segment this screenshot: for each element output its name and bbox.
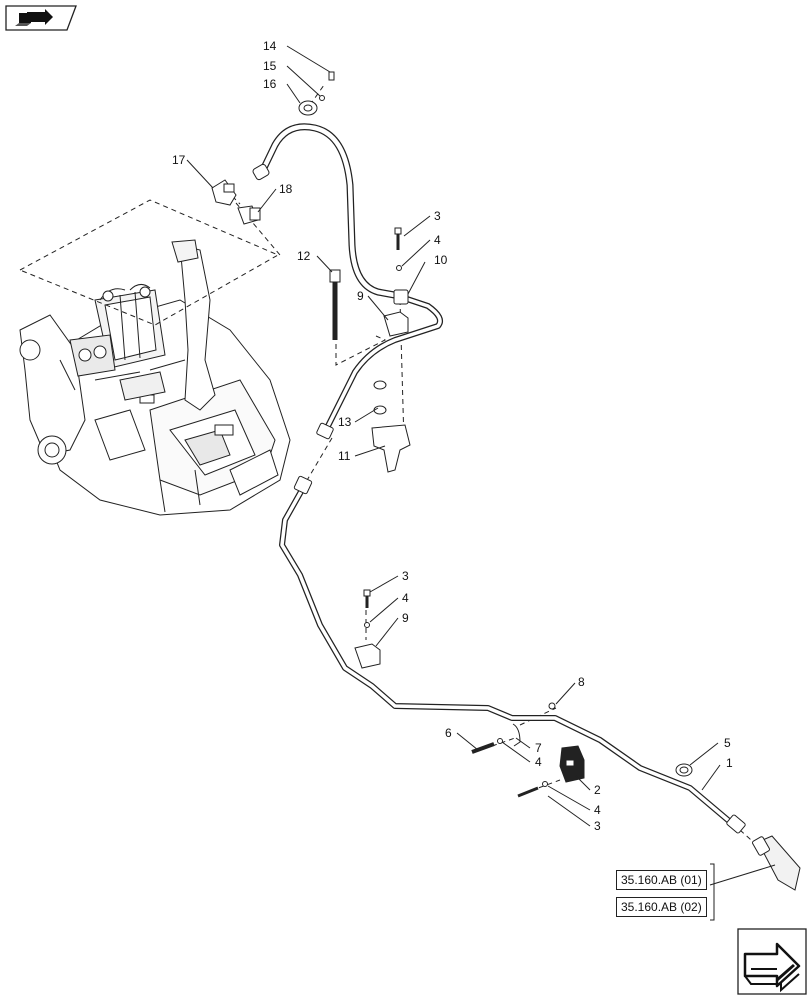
callout-3-top: 3 (434, 209, 441, 223)
callout-1: 1 (726, 756, 733, 770)
callout-11: 11 (338, 449, 351, 463)
callout-13: 13 (338, 415, 352, 429)
callout-17: 17 (172, 153, 186, 167)
book-return-icon[interactable] (5, 5, 77, 31)
callout-7: 7 (535, 741, 542, 755)
callout-4-lower: 4 (535, 755, 542, 769)
callout-9-mid: 9 (402, 611, 409, 625)
callout-10: 10 (434, 253, 448, 267)
callout-3-mid: 3 (402, 569, 409, 583)
reference-link-35-160-ab-02[interactable]: 35.160.AB (02) (616, 897, 707, 917)
callout-4-top: 4 (434, 233, 441, 247)
hydraulic-pipe (258, 123, 738, 829)
callout-15: 15 (263, 59, 277, 73)
callout-5: 5 (724, 736, 731, 750)
reference-bracket (710, 863, 715, 921)
callout-labels: 14 15 16 17 18 3 4 10 12 9 13 11 3 4 9 8… (172, 39, 733, 833)
callout-12: 12 (297, 249, 311, 263)
callout-4-bottom: 4 (594, 803, 601, 817)
callout-leader-lines (186, 45, 776, 886)
callout-2: 2 (594, 783, 601, 797)
fasteners-and-clamps (211, 71, 693, 798)
next-page-arrow-icon[interactable] (737, 928, 807, 995)
callout-14: 14 (263, 39, 277, 53)
rear-axle-housing-drawing (19, 239, 291, 516)
callout-6: 6 (445, 726, 452, 740)
callout-18: 18 (279, 182, 293, 196)
pipe-fittings (252, 163, 801, 891)
callout-16: 16 (263, 77, 277, 91)
callout-4-mid: 4 (402, 591, 409, 605)
callout-9-top: 9 (357, 289, 364, 303)
callout-8: 8 (578, 675, 585, 689)
callout-3-bottom: 3 (594, 819, 601, 833)
reference-link-35-160-ab-01[interactable]: 35.160.AB (01) (616, 870, 707, 890)
